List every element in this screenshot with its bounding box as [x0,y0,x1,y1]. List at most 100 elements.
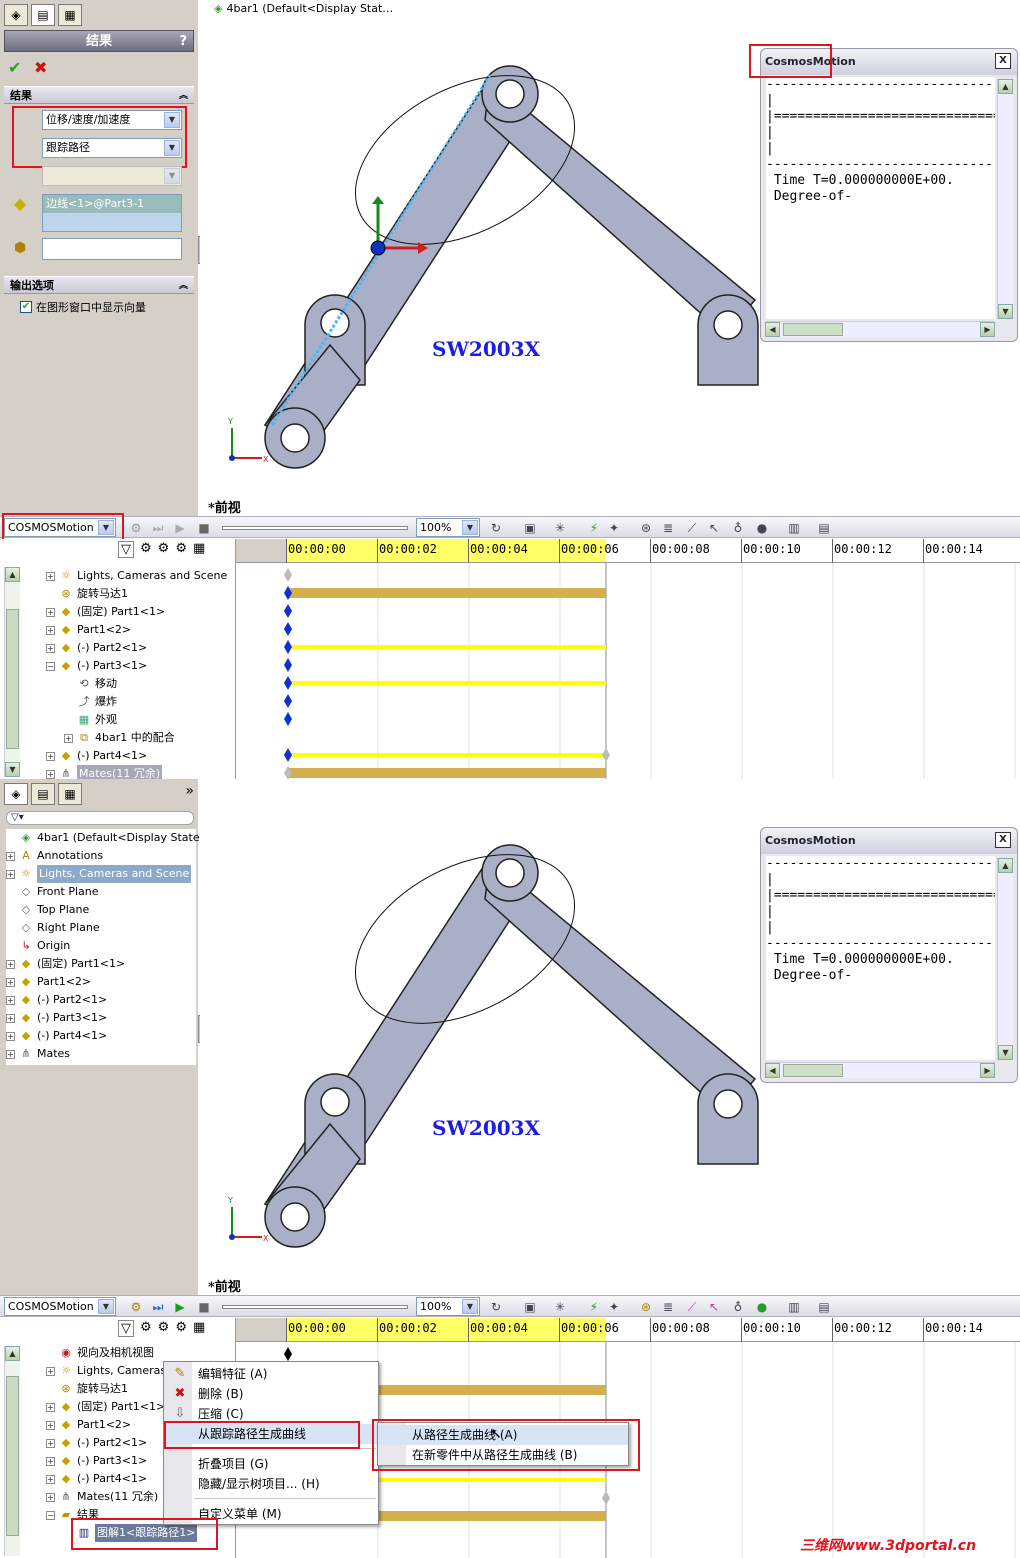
tree-item[interactable]: +◆(-) Part4<1> [46,747,234,765]
gravity-icon[interactable]: ● [756,521,768,535]
properties-icon[interactable]: ▤ [818,1300,830,1314]
scroll-up-icon[interactable]: ▲ [998,79,1013,94]
feature-tree-tab[interactable]: ◈ [4,783,28,805]
filter-animated-icon[interactable]: ⚙ [140,1320,152,1335]
results-icon[interactable]: ▥ [788,521,800,535]
filter-all-icon[interactable]: ▦ [192,541,206,556]
close-button[interactable]: X [995,53,1011,69]
playback-slider[interactable] [222,526,408,530]
expand-icon[interactable]: + [6,977,15,987]
expand-icon[interactable]: + [46,571,55,581]
tree-item[interactable]: ▥图解1<跟踪路径1> [46,1524,234,1542]
tree-item[interactable]: +⋔Mates(11 冗余) [46,1488,234,1506]
addkey-icon[interactable]: ✦ [608,1300,620,1314]
filter-icon[interactable]: ▽ [118,1320,134,1337]
expand-icon[interactable]: + [46,607,55,617]
selection-list[interactable]: 边线<1>@Part3-1 [42,194,182,232]
tree-item[interactable]: +⧉4bar1 中的配合 [46,729,234,747]
play-from-start-icon[interactable]: ⏭ [152,1300,164,1314]
tree-item[interactable]: +⋔Mates(11 冗余) [46,765,234,783]
motion-dropdown[interactable]: COSMOSMotion▼ [4,518,116,537]
stop-icon[interactable]: ■ [198,521,210,535]
expand-icon[interactable]: + [64,733,73,743]
tree-item[interactable]: +◆(-) Part4<1> [46,1470,234,1488]
expand-icon[interactable]: + [46,1456,55,1466]
expand-icon[interactable]: + [46,1492,55,1502]
tree-item[interactable]: +◆Part1<2> [6,973,196,991]
expand-icon[interactable]: + [6,995,15,1005]
contact-icon[interactable]: ♁ [733,521,743,535]
scroll-thumb[interactable] [783,323,843,336]
cancel-button[interactable]: ✖ [34,58,48,77]
filter-selected-icon[interactable]: ⚙ [175,1320,187,1335]
chevron-down-icon[interactable]: ▼ [98,1299,114,1314]
tree-item[interactable]: ◉视向及相机视图 [46,1344,234,1362]
chevron-down-icon[interactable]: ▼ [462,1299,478,1314]
zoom-combo[interactable]: 100%▼ [416,1297,480,1316]
tree-item[interactable]: +◆(-) Part2<1> [46,1434,234,1452]
property-tab[interactable]: ▤ [31,4,55,26]
calculate-icon[interactable]: ⚙ [130,521,142,535]
playback-slider[interactable] [222,1305,408,1309]
motion-dropdown[interactable]: COSMOSMotion▼ [4,1297,116,1316]
filter-animated-icon[interactable]: ⚙ [140,541,152,556]
addkey-icon[interactable]: ✦ [608,521,620,535]
menu-item[interactable]: 隐藏/显示树项目... (H) [164,1474,378,1494]
calculate-icon[interactable]: ⚙ [130,1300,142,1314]
save-animation-icon[interactable]: ▣ [524,521,536,535]
scroll-up-icon[interactable]: ▲ [5,1346,20,1361]
chevron-down-icon[interactable]: ▼ [164,112,180,128]
force-icon[interactable]: ↖ [708,521,720,535]
motor-icon[interactable]: ⊛ [640,521,652,535]
tree-scrollbar[interactable]: ▲ ▼ [4,567,20,777]
menu-item[interactable]: ✎编辑特征 (A) [164,1364,378,1384]
tree-item[interactable]: ▦外观 [46,711,234,729]
selection-item[interactable]: 边线<1>@Part3-1 [43,195,181,213]
properties-icon[interactable]: ▤ [818,521,830,535]
config-tab[interactable]: ▦ [58,4,82,26]
horizontal-scrollbar[interactable]: ◀ ▶ [765,321,995,337]
reference-field[interactable] [42,238,182,260]
expand-icon[interactable]: + [46,1420,55,1430]
collapse-icon[interactable]: ︽ [178,91,188,101]
tree-item[interactable]: ◇Front Plane [6,883,196,901]
tree-filter[interactable]: ▽▾ [6,811,194,825]
tree-item[interactable]: ◇Right Plane [6,919,196,937]
tree-item[interactable]: −◆(-) Part3<1> [46,657,234,675]
output-group-header[interactable]: 输出选项︽ [4,276,194,294]
chevron-down-icon[interactable]: ▼ [164,140,180,156]
expand-icon[interactable]: + [46,1474,55,1484]
tree-item[interactable]: +◆Part1<2> [46,621,234,639]
save-animation-icon[interactable]: ▣ [524,1300,536,1314]
chevron-down-icon[interactable]: ▼ [462,520,478,535]
scroll-left-icon[interactable]: ◀ [765,1063,780,1078]
scroll-down-icon[interactable]: ▼ [5,762,20,777]
tree-item[interactable]: +◆(固定) Part1<1> [46,603,234,621]
tree-item[interactable]: ⤴爆炸 [46,693,234,711]
zoom-combo[interactable]: 100%▼ [416,518,480,537]
tree-item[interactable]: +⋔Mates [6,1045,196,1063]
tree-item[interactable]: +◆(-) Part2<1> [46,639,234,657]
expand-icon[interactable]: + [6,869,15,879]
scroll-thumb[interactable] [6,609,19,749]
feature-tree-tab[interactable]: ◈ [4,4,28,26]
tree-item[interactable]: −▰结果 [46,1506,234,1524]
tree-item[interactable]: ◈4bar1 (Default<Display State-1>) [6,829,224,847]
force-icon[interactable]: ↖ [708,1300,720,1314]
scroll-thumb[interactable] [6,1376,19,1536]
property-tab[interactable]: ▤ [31,783,55,805]
tree-item[interactable]: +☼Lights, Cameras and Scene [46,567,234,585]
play-from-start-icon[interactable]: ⏭ [152,521,164,535]
expand-icon[interactable]: + [46,1438,55,1448]
checkbox-icon[interactable]: ✔ [20,301,32,313]
scroll-up-icon[interactable]: ▲ [998,858,1013,873]
menu-item[interactable]: ✖删除 (B) [164,1384,378,1404]
tree-item[interactable]: ⟲移动 [46,675,234,693]
result-sub-combo[interactable]: 跟踪路径▼ [42,138,182,158]
help-icon[interactable]: ? [179,34,187,49]
collapse-icon[interactable]: − [46,1510,55,1520]
result-type-combo[interactable]: 位移/速度/加速度▼ [42,110,182,130]
chevron-down-icon[interactable]: ▼ [98,520,114,535]
menu-item[interactable]: 自定义菜单 (M) [164,1504,378,1524]
